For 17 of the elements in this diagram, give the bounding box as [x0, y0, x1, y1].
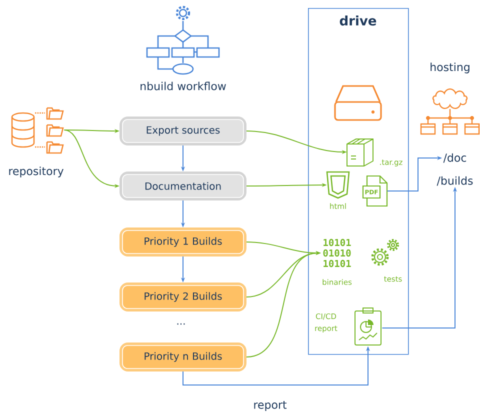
html-file-icon	[326, 171, 350, 199]
binary-icon: 10101 01010 10101	[323, 238, 351, 268]
icon-caption: repository	[9, 166, 64, 178]
ellipsis: ...	[177, 323, 185, 325]
database-icon	[11, 107, 64, 154]
process-box: Priority 2 Builds	[120, 282, 246, 312]
heading: hosting	[430, 62, 470, 74]
report-clipboard-icon	[354, 308, 382, 346]
process-box: Priority 1 Builds	[120, 228, 246, 256]
icon-caption: nbuild workflow	[140, 82, 226, 90]
package-icon	[346, 138, 374, 166]
process-box: Priority n Builds	[120, 342, 246, 372]
path-label: /builds	[436, 176, 473, 186]
process-box: Export sources	[120, 116, 246, 146]
process-box: Documentation	[120, 172, 246, 200]
path-label: /doc	[443, 153, 466, 163]
edge-label: report	[252, 400, 288, 412]
